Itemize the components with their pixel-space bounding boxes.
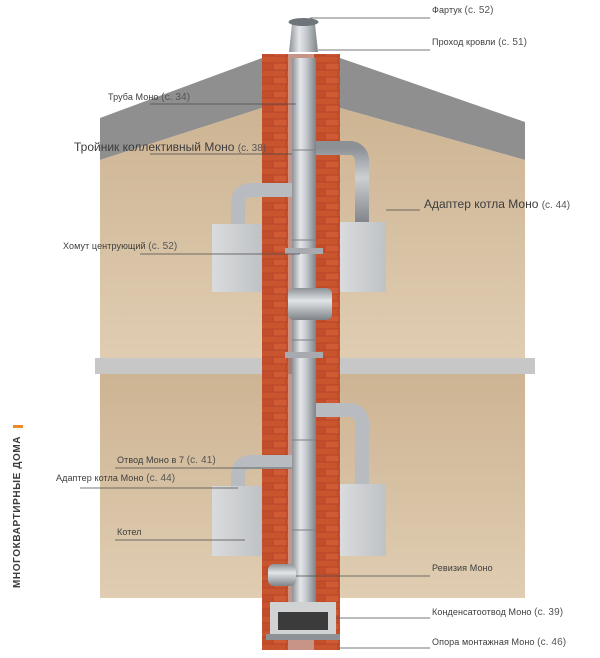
label-ref: (с. 52) [464, 5, 494, 16]
accent-bar [13, 425, 23, 428]
label-ref: (с. 52) [148, 241, 178, 252]
label-otvod: Отвод Моно в 7 (с. 41) [117, 455, 216, 466]
roof-left [100, 58, 262, 160]
main-pipe [285, 18, 332, 603]
label-name: Ревизия Моно [432, 563, 493, 573]
side-title: МНОГОКВАРТИРНЫЕ ДОМА [12, 435, 23, 588]
label-name: Хомут центрующий [63, 241, 146, 251]
label-opora: Опора монтажная Моно (с. 46) [432, 637, 566, 648]
label-name: Опора монтажная Моно [432, 637, 535, 647]
label-ref: (с. 39) [534, 607, 564, 618]
boiler-lower-left [212, 486, 262, 556]
label-truba: Труба Моно (с. 34) [108, 92, 190, 103]
boiler-lower-right [340, 484, 386, 556]
label-name: Адаптер котла Моно [56, 473, 144, 483]
label-ref: (с. 41) [186, 455, 216, 466]
label-name: Труба Моно [108, 92, 159, 102]
pipe-vertical [292, 58, 316, 603]
label-ref: (с. 46) [537, 637, 567, 648]
revision-port [268, 564, 296, 586]
boiler-upper-left [212, 224, 262, 292]
label-name: Отвод Моно в 7 [117, 455, 185, 465]
label-ref: (с. 44) [146, 473, 176, 484]
label-khomut: Хомут центрующий (с. 52) [63, 241, 177, 252]
label-ref: (с. 44) [541, 200, 571, 211]
label-reviziya: Ревизия Моно [432, 563, 493, 574]
leader-lines [80, 17, 430, 649]
label-ref: (с. 34) [161, 92, 191, 103]
label-ref: (с. 51) [498, 37, 528, 48]
center-tee [288, 288, 332, 320]
boiler-upper-right [340, 222, 386, 292]
label-fartuk: Фартук (с. 52) [432, 5, 494, 16]
label-prokhod: Проход кровли (с. 51) [432, 37, 527, 48]
building [95, 58, 535, 598]
upper-wall-left [100, 108, 262, 360]
label-name: Котел [117, 527, 142, 537]
label-adapter-top: Адаптер котла Моно (с. 44) [424, 197, 570, 211]
support-plate [266, 634, 340, 640]
label-kotel: Котел [117, 527, 142, 538]
top-cap [289, 24, 318, 52]
label-name: Фартук [432, 5, 462, 15]
label-name: Тройник коллективный Моно [74, 140, 235, 154]
branch-pipes [231, 141, 369, 586]
upper-wall-right [340, 108, 525, 360]
label-name: Адаптер котла Моно [424, 197, 539, 211]
label-ref: (с. 38) [237, 143, 267, 154]
roof-right [340, 58, 525, 160]
label-troinik: Тройник коллективный Моно (с. 38) [74, 140, 266, 154]
label-name: Проход кровли [432, 37, 496, 47]
label-kondensat: Конденсатоотвод Моно (с. 39) [432, 607, 563, 618]
label-name: Конденсатоотвод Моно [432, 607, 532, 617]
label-adapter-bottom: Адаптер котла Моно (с. 44) [56, 473, 175, 484]
base [266, 602, 340, 640]
shaft-left-wall [262, 54, 288, 650]
boilers [212, 222, 386, 556]
